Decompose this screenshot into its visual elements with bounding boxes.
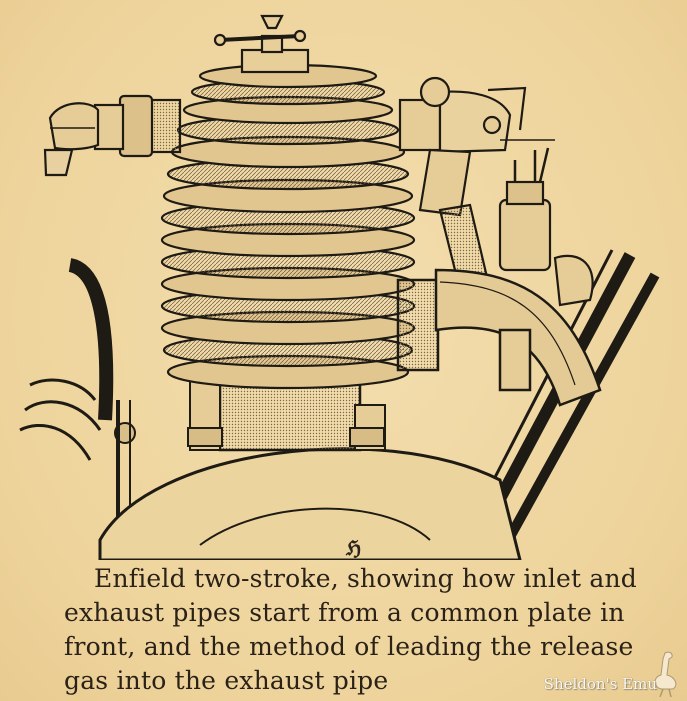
caption-line: exhaust pipes start from a common plate … [64,598,625,627]
engine-illustration [19,14,660,560]
figure-caption: Enfield two-stroke, showing how inlet an… [64,562,654,698]
engraver-monogram: ℌ [346,536,362,560]
compression-tap [213,14,310,74]
exhaust-pipe [396,268,602,407]
inlet-pipe [43,94,182,177]
caption-line: Enfield two-stroke, showing how inlet an… [94,564,638,593]
exhaust-port [398,76,527,292]
watermark-text: Sheldon's Emu [543,675,657,693]
caption-line: front, and the method of leading the rel… [64,632,634,661]
crankcase [98,447,522,560]
left-frame [19,258,136,520]
caption-line: gas into the exhaust pipe [64,666,389,695]
emu-icon [654,651,677,697]
release-valve [498,139,594,307]
cooling-fins [160,63,416,390]
